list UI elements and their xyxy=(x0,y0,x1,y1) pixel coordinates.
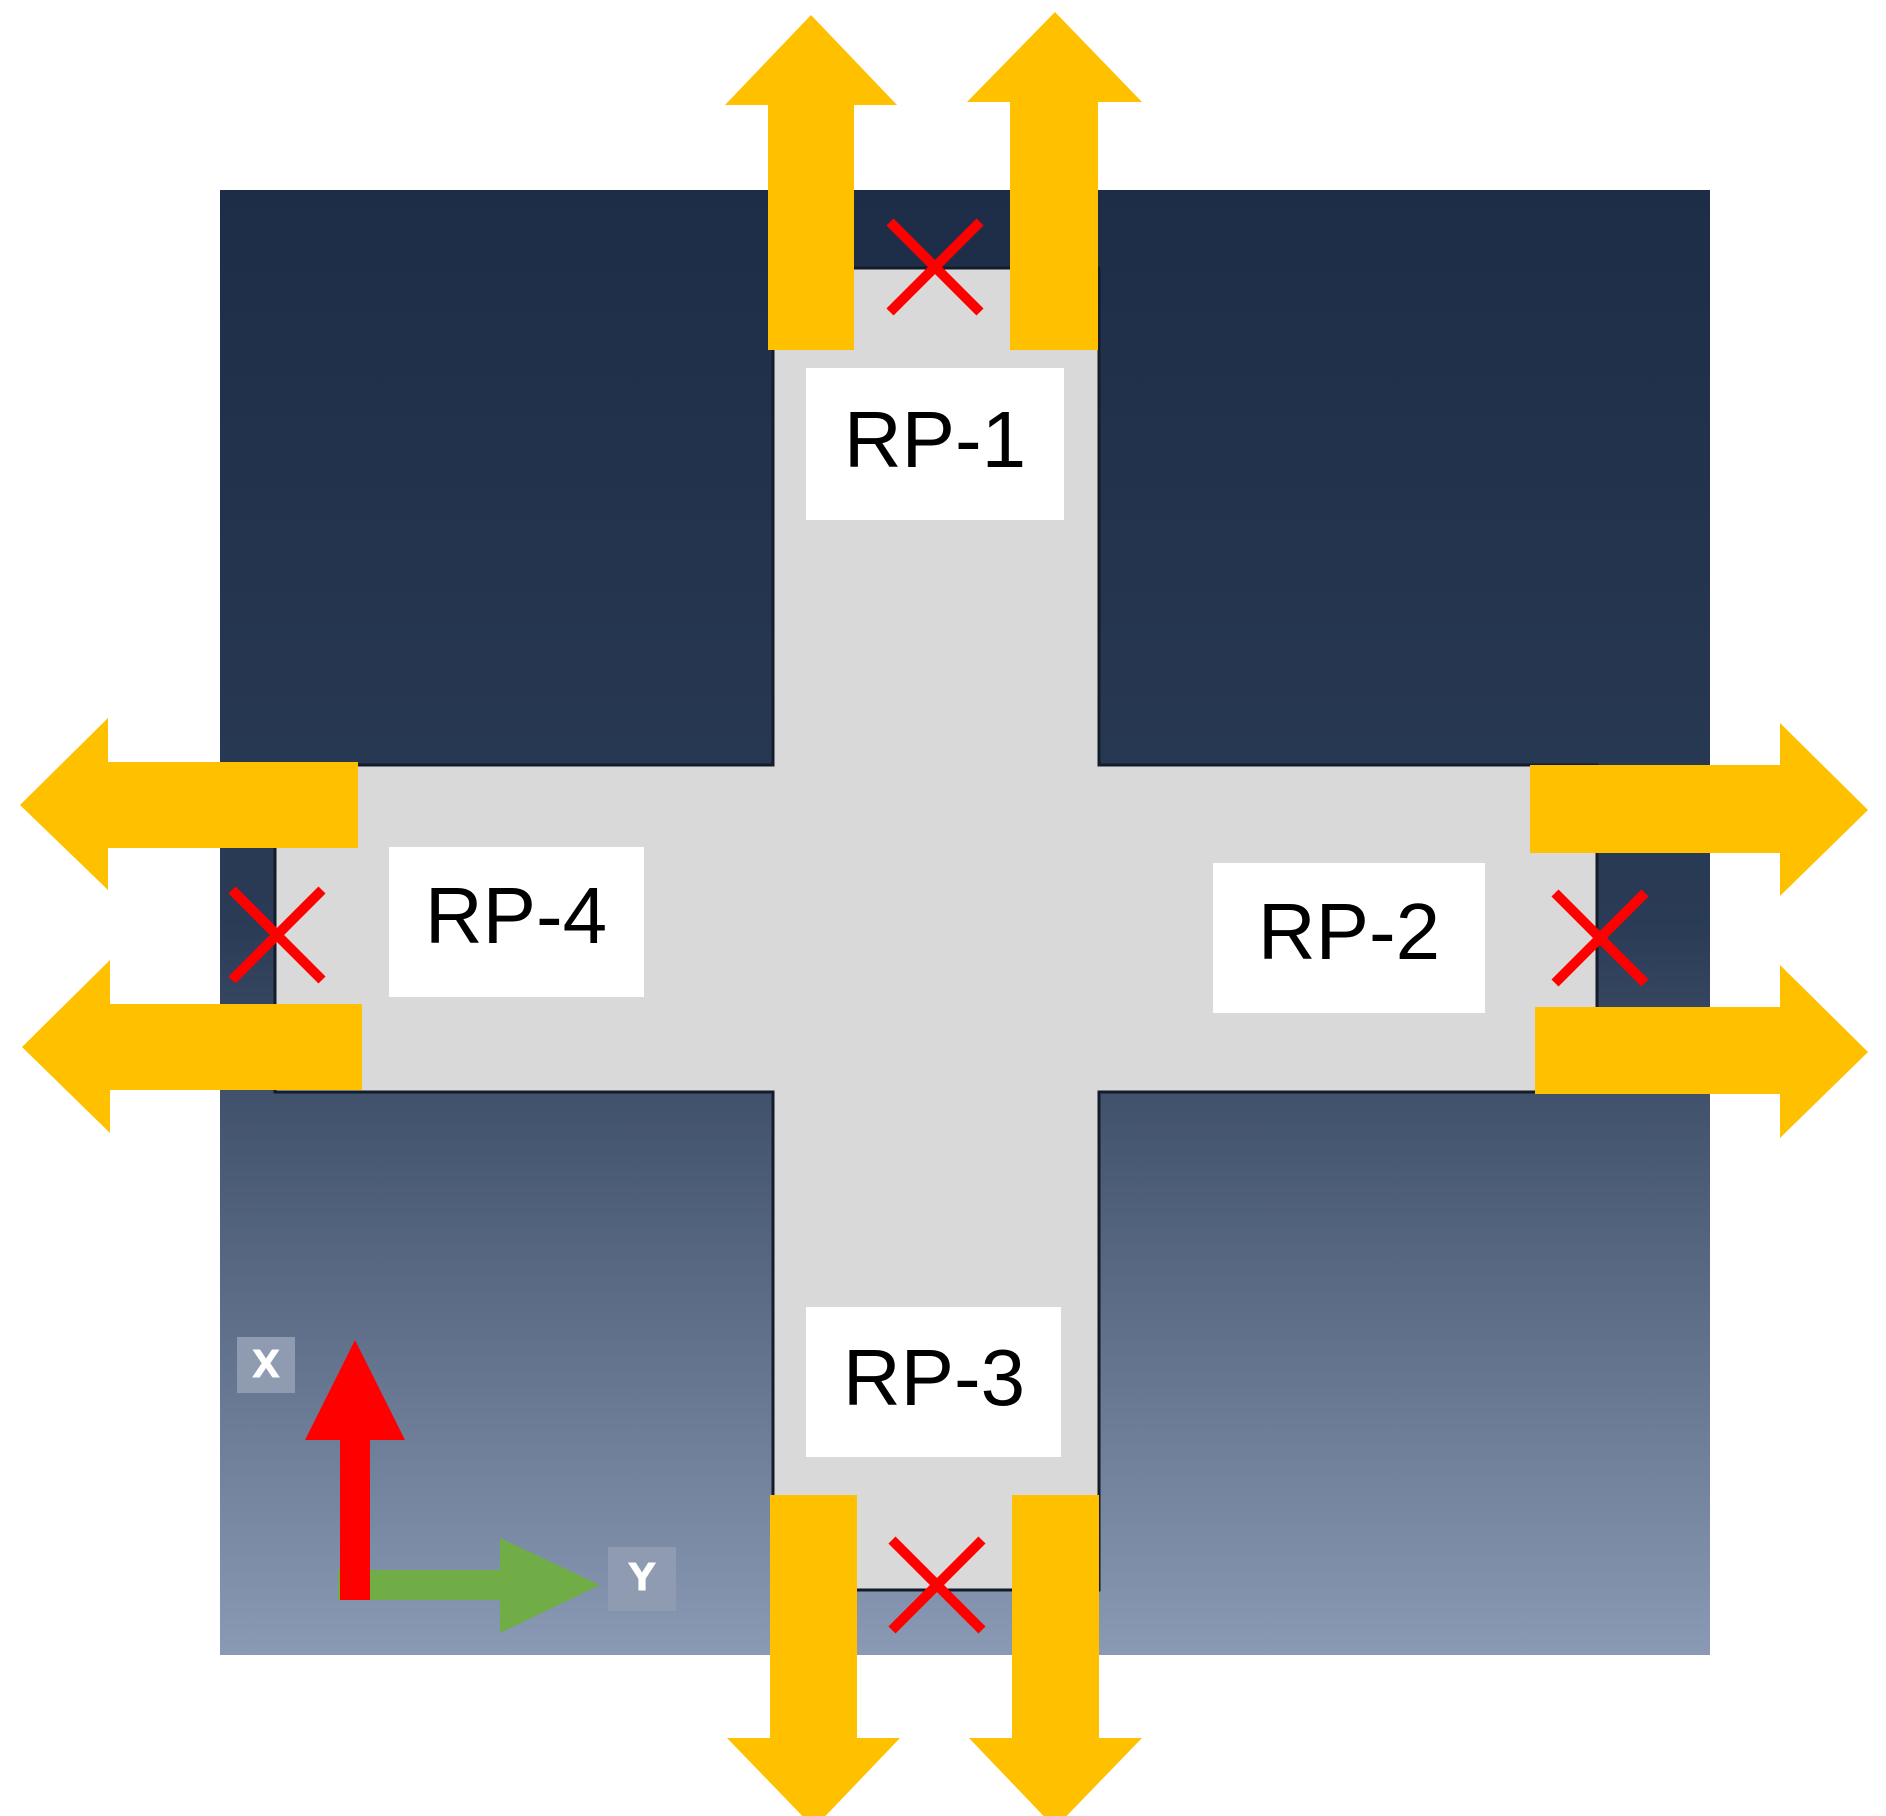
arrow-up-icon xyxy=(967,12,1142,350)
load-arrows xyxy=(20,12,1868,1816)
x-axis-arrow-head xyxy=(305,1340,405,1440)
y-axis-arrow-head xyxy=(500,1538,600,1633)
arrow-left-icon xyxy=(20,718,358,890)
x-mark-icon xyxy=(886,218,984,316)
rp-label-text: RP-2 xyxy=(1258,887,1440,976)
arrow-right-icon xyxy=(1530,723,1868,896)
y-axis-tag: Y xyxy=(608,1547,676,1611)
x-axis-label: X xyxy=(251,1343,280,1387)
x-mark-icon xyxy=(1551,889,1649,987)
rp-label-3: RP-3 xyxy=(806,1307,1061,1457)
x-mark-icon xyxy=(888,1536,986,1634)
rp-label-4: RP-4 xyxy=(389,847,644,997)
rp-label-text: RP-4 xyxy=(425,871,607,960)
rp-label-text: RP-1 xyxy=(844,395,1026,484)
rp-label-2: RP-2 xyxy=(1213,863,1485,1013)
arrow-right-icon xyxy=(1535,965,1868,1138)
x-axis-tag: X xyxy=(237,1337,295,1393)
arrow-down-icon xyxy=(969,1495,1142,1816)
rp-label-text: RP-3 xyxy=(843,1333,1025,1422)
y-axis-label: Y xyxy=(627,1556,656,1600)
arrow-up-icon xyxy=(725,15,897,350)
rp-label-1: RP-1 xyxy=(806,368,1064,520)
arrow-left-icon xyxy=(22,960,362,1133)
constraint-marks xyxy=(228,218,1649,1634)
x-axis-arrow xyxy=(340,1435,370,1600)
axis-triad: X Y xyxy=(237,1337,676,1633)
arrow-down-icon xyxy=(727,1495,900,1816)
x-mark-icon xyxy=(228,886,326,984)
